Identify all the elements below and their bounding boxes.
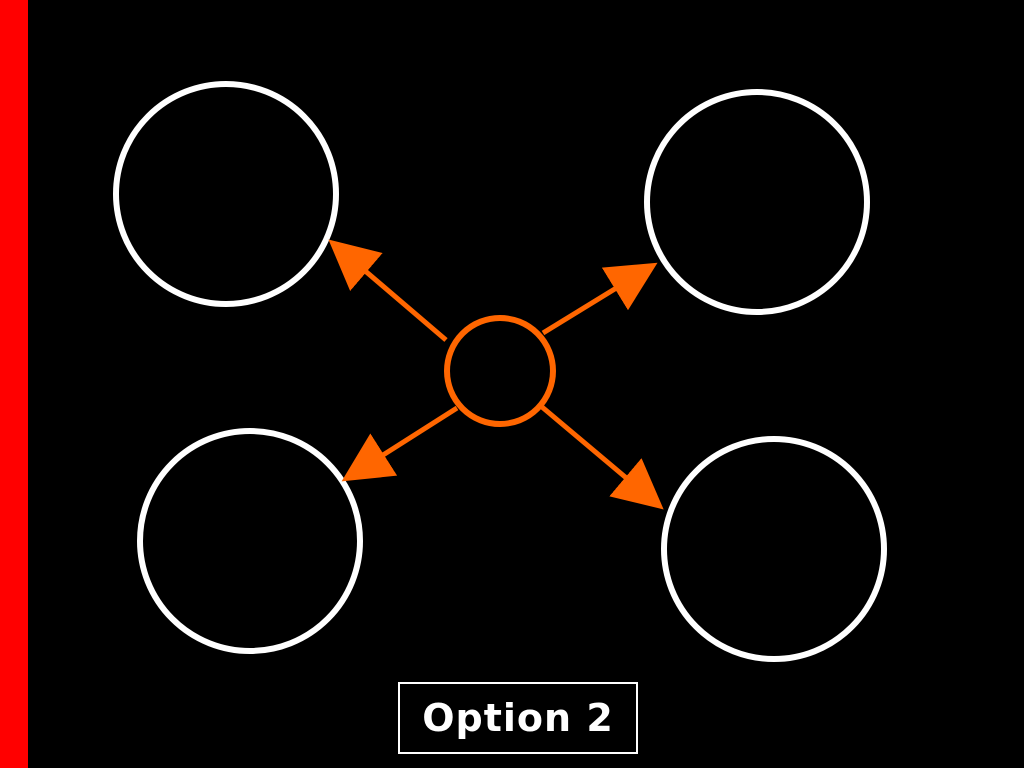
arrow-to-top-left bbox=[328, 239, 448, 342]
arrow-to-bottom-left bbox=[341, 405, 459, 482]
outer-circle-bottom-right bbox=[661, 436, 887, 662]
arrow-to-top-right bbox=[541, 262, 658, 336]
left-accent-bar bbox=[0, 0, 28, 768]
arrow-to-bottom-right bbox=[540, 405, 664, 510]
caption-label: Option 2 bbox=[422, 696, 614, 740]
outer-circle-top-right bbox=[644, 89, 870, 315]
caption-box: Option 2 bbox=[398, 682, 638, 754]
outer-circle-top-left bbox=[113, 81, 339, 307]
hub-circle bbox=[444, 315, 556, 427]
outer-circle-bottom-left bbox=[137, 428, 363, 654]
